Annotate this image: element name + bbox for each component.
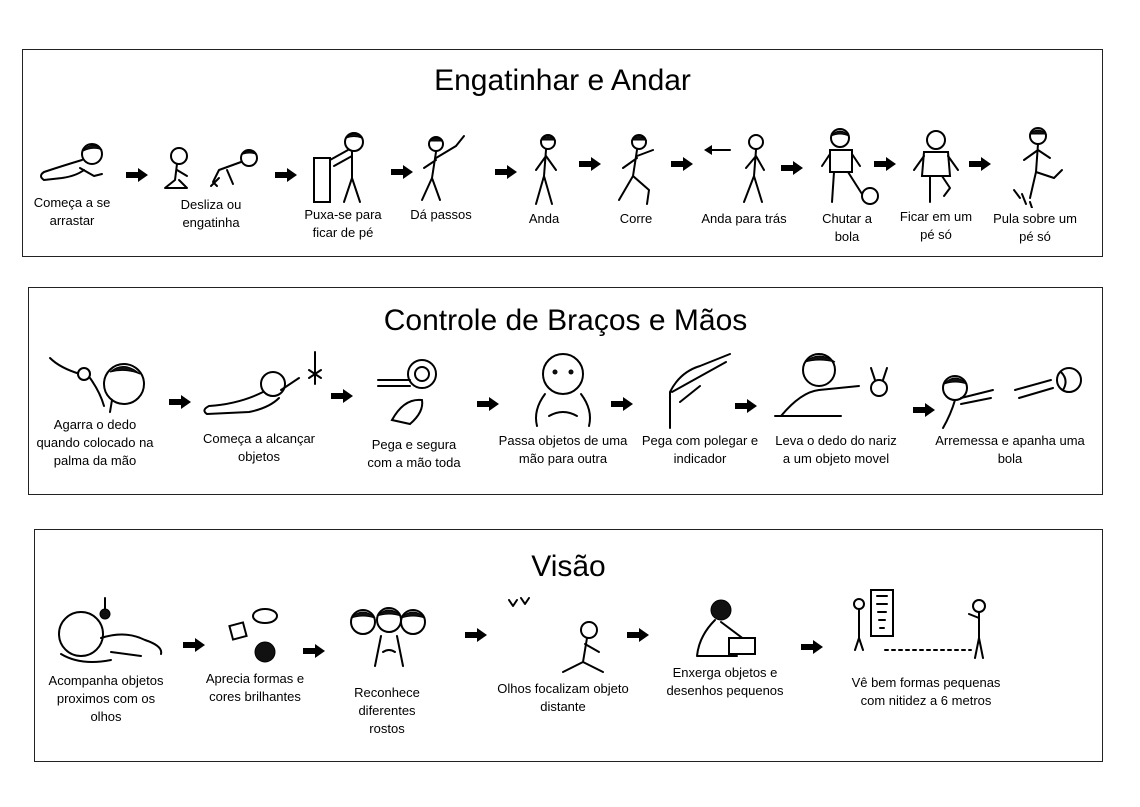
bright-shapes-icon xyxy=(228,608,278,663)
arrow-icon xyxy=(735,399,757,413)
step-hop: Pula sobre um pé só xyxy=(987,124,1083,246)
panel-title: Controle de Braços e Mãos xyxy=(383,304,748,337)
step-grasp-finger: Agarra o dedo quando colocado na palma d… xyxy=(35,348,155,470)
arrow-icon xyxy=(801,640,823,654)
step-tracking: Acompanha objetos proximos com os olhos xyxy=(41,594,171,726)
step-caption: Leva o dedo do nariz a um objeto movel xyxy=(775,433,897,466)
arrow-icon xyxy=(331,389,353,403)
arrow-icon xyxy=(671,157,693,171)
step-caption: Reconhece diferentes rostos xyxy=(354,685,420,736)
arrow-icon xyxy=(495,165,517,179)
step-distant-focus: Olhos focalizam objeto distante xyxy=(497,592,629,716)
step-first-steps: Dá passos xyxy=(399,130,483,224)
step-crawl: Começa a se arrastar xyxy=(27,140,117,230)
panel-title: Visão xyxy=(531,550,606,583)
step-caption: Começa a alcançar objetos xyxy=(203,431,315,464)
step-caption: Puxa-se para ficar de pé xyxy=(304,207,382,240)
arrow-icon xyxy=(391,165,413,179)
panel-arms-hands: Controle de Braços e Mãos Agarra o dedo … xyxy=(28,287,1103,495)
step-slide-crawl: Desliza ou engatinha xyxy=(161,144,261,232)
step-caption: Agarra o dedo quando colocado na palma d… xyxy=(36,417,154,468)
step-caption: Pega com polegar e indicador xyxy=(641,433,759,466)
step-caption: Chutar a bola xyxy=(822,211,872,244)
small-objects-icon xyxy=(696,599,756,657)
step-caption: Ficar em um pé só xyxy=(899,209,973,242)
step-finger-nose: Leva o dedo do nariz a um objeto movel xyxy=(771,348,901,468)
step-caption: Começa a se arrastar xyxy=(33,195,111,228)
step-caption: Pula sobre um pé só xyxy=(993,211,1077,244)
arrow-icon xyxy=(781,161,803,175)
arrow-icon xyxy=(874,157,896,171)
reaching-baby-icon xyxy=(203,351,322,415)
pincer-grasp-icon xyxy=(669,353,731,429)
finger-to-object-icon xyxy=(774,353,888,417)
crawling-baby-icon xyxy=(40,143,103,181)
arrow-icon xyxy=(465,628,487,642)
running-child-icon xyxy=(618,134,654,205)
hand-transfer-icon xyxy=(535,353,591,427)
step-pincer: Pega com polegar e indicador xyxy=(633,352,767,468)
step-caption: Anda para trás xyxy=(701,211,787,226)
step-caption: Vê bem formas pequenas com nitidez a 6 m… xyxy=(851,675,1001,708)
step-caption: Passa objetos de uma mão para outra xyxy=(498,433,628,466)
one-foot-stand-icon xyxy=(913,130,959,203)
arrow-icon xyxy=(913,403,935,417)
arrow-icon xyxy=(183,638,205,652)
one-foot-hop-icon xyxy=(1013,127,1063,208)
step-caption: Desliza ou engatinha xyxy=(180,197,242,230)
step-caption: Acompanha objetos proximos com os olhos xyxy=(48,673,164,724)
throwing-ball-icon xyxy=(942,367,1082,429)
step-caption: Olhos focalizam objeto distante xyxy=(497,681,629,714)
kicking-ball-icon xyxy=(821,128,879,205)
arrow-icon xyxy=(169,395,191,409)
step-reach: Começa a alcançar objetos xyxy=(189,348,329,466)
step-walk: Anda xyxy=(519,130,569,228)
grasping-finger-icon xyxy=(49,357,145,413)
arrow-icon xyxy=(611,397,633,411)
step-hand-transfer: Passa objetos de uma mão para outra xyxy=(493,350,633,468)
step-caption: Aprecia formas e cores brilhantes xyxy=(205,671,305,704)
whole-hand-grasp-icon xyxy=(377,359,437,426)
step-eye-chart: Vê bem formas pequenas com nitidez a 6 m… xyxy=(851,588,1001,710)
step-throw-ball: Arremessa e apanha uma bola xyxy=(935,362,1085,468)
step-whole-hand: Pega e segura com a mão toda xyxy=(359,354,469,472)
step-run: Corre xyxy=(611,130,661,228)
arrow-icon xyxy=(627,628,649,642)
walking-backwards-icon xyxy=(704,134,765,203)
step-bright-shapes: Aprecia formas e cores brilhantes xyxy=(205,606,305,706)
step-faces: Reconhece diferentes rostos xyxy=(339,606,435,738)
arrow-icon xyxy=(126,168,148,182)
step-caption: Dá passos xyxy=(410,207,472,222)
eye-chart-icon xyxy=(853,589,986,659)
arrow-icon xyxy=(579,157,601,171)
step-caption: Pega e segura com a mão toda xyxy=(367,437,461,470)
panel-title: Engatinhar e Andar xyxy=(434,64,691,97)
pulling-up-icon xyxy=(313,132,364,203)
step-small-objects: Enxerga objetos e desenhos pequenos xyxy=(665,596,785,700)
sitting-crawling-baby-icon xyxy=(164,147,258,189)
faces-icon xyxy=(350,607,426,667)
panel-crawling-walking: Engatinhar e Andar Começa a se arrastar … xyxy=(22,49,1103,257)
arrow-icon xyxy=(969,157,991,171)
step-caption: Arremessa e apanha uma bola xyxy=(935,433,1085,466)
step-kick-ball: Chutar a bola xyxy=(809,124,885,246)
step-walk-backwards: Anda para trás xyxy=(691,130,797,228)
distant-focus-icon xyxy=(508,597,604,673)
arrow-icon xyxy=(477,397,499,411)
step-one-foot: Ficar em um pé só xyxy=(893,126,979,244)
tracking-eyes-icon xyxy=(58,597,163,663)
step-pull-up: Puxa-se para ficar de pé xyxy=(293,130,393,242)
first-steps-icon xyxy=(421,135,465,201)
arrow-icon xyxy=(275,168,297,182)
step-caption: Enxerga objetos e desenhos pequenos xyxy=(666,665,784,698)
walking-child-icon xyxy=(535,134,557,205)
arrow-icon xyxy=(303,644,325,658)
step-caption: Corre xyxy=(619,211,653,226)
panel-vision: Visão Acompanha objetos proximos com os … xyxy=(34,529,1103,762)
step-caption: Anda xyxy=(528,211,560,226)
